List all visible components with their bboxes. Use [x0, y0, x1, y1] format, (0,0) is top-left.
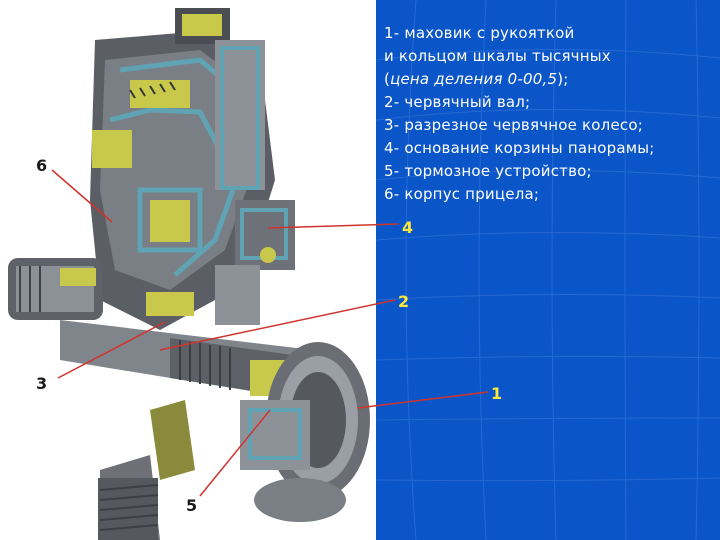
callout-1: 1 — [491, 384, 503, 403]
callout-5: 5 — [186, 496, 198, 515]
note-open: ( — [384, 70, 391, 88]
left-cylinder — [8, 258, 103, 320]
legend-item-4: 4- основание корзины панорамы; — [384, 139, 655, 157]
callout-6: 6 — [36, 156, 48, 175]
globe-grid — [376, 0, 720, 540]
legend-item-1-continued: и кольцом шкалы тысячных — [384, 47, 611, 65]
callout-3: 3 — [36, 374, 48, 393]
legend-item-1: 1- маховик с рукояткой — [384, 24, 575, 42]
legend-item-5: 5- тормозное устройство; — [384, 162, 592, 180]
flywheel — [240, 342, 370, 522]
legend-item-2: 2- червячный вал; — [384, 93, 531, 111]
note-italic: цена деления 0-00,5 — [390, 70, 558, 88]
legend-item-1-division-note: (цена деления 0-00,5); — [384, 68, 655, 91]
callout-2: 2 — [398, 292, 410, 311]
panorama-base — [215, 200, 295, 325]
legend-item-6: 6- корпус прицела; — [384, 185, 540, 203]
callout-4: 4 — [402, 218, 414, 237]
lower-tube — [98, 400, 195, 540]
sight-housing — [90, 8, 275, 330]
note-close: ); — [557, 70, 569, 88]
legend-text: 1- маховик с рукояткой и кольцом шкалы т… — [384, 22, 655, 206]
legend-panel — [376, 0, 720, 540]
leader-lines — [51, 169, 489, 497]
legend-item-3: 3- разрезное червячное колесо; — [384, 116, 643, 134]
